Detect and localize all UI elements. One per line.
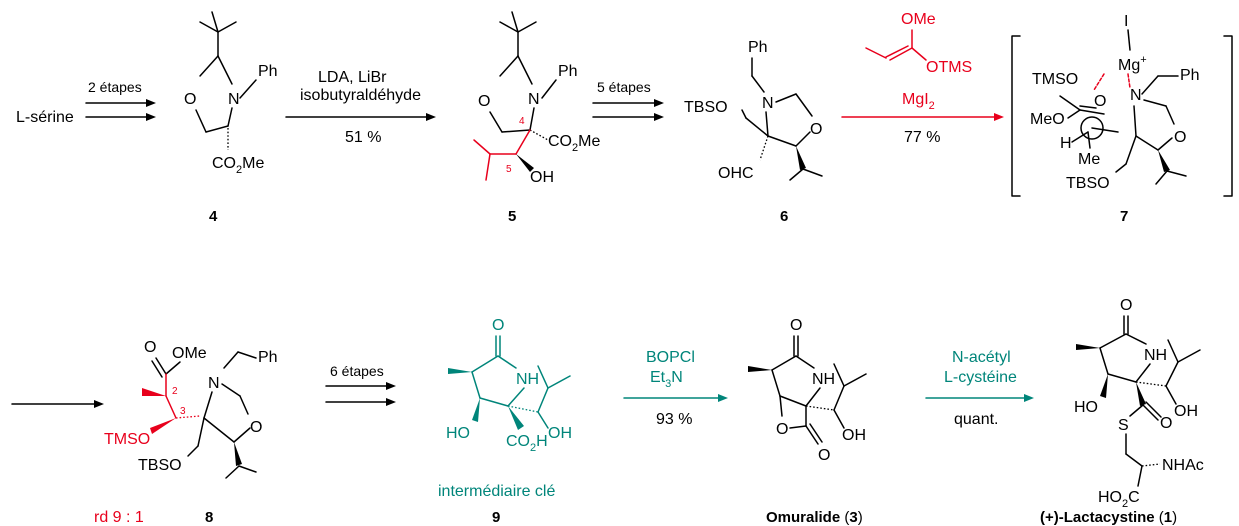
ring-O: O xyxy=(250,419,262,436)
reagent-MgI2: MgI2 xyxy=(902,91,935,112)
ester-group: CO2Me xyxy=(548,133,600,154)
compound-9: O NH HO CO2H OH intermédiaire clé 9 xyxy=(438,317,572,526)
hydrogen: H xyxy=(1060,135,1072,152)
methoxy: MeO xyxy=(1030,111,1065,128)
compound-3: O NH O O OH Omuralide (3) xyxy=(748,317,867,526)
compound-4: O N Ph CO2Me 4 xyxy=(184,11,278,225)
compound-3-label: Omuralide (3) xyxy=(766,509,863,526)
silyl-ether: TBSO xyxy=(1066,175,1110,192)
lactam-O: O xyxy=(790,317,802,334)
methyl-ester: OMe xyxy=(172,345,207,362)
locant-5: 5 xyxy=(506,164,512,175)
ring-N: N xyxy=(228,91,240,108)
methyl: Me xyxy=(1078,151,1100,168)
hydroxyl: OH xyxy=(530,169,554,186)
arrow-4-yield: 77 % xyxy=(904,129,940,146)
compound-5-number: 5 xyxy=(508,208,516,225)
ring-N: N xyxy=(208,375,220,392)
arrow-2: LDA, LiBr isobutyraldéhyde 51 % xyxy=(285,69,436,146)
lactam-NH: NH xyxy=(516,371,539,388)
arrow-7-yield: quant. xyxy=(954,411,998,428)
arrow-6-line1: BOPCl xyxy=(646,349,695,366)
hydroxyl: HO xyxy=(1074,399,1098,416)
phenyl: Ph xyxy=(258,349,278,366)
magnesium: Mg+ xyxy=(1118,54,1147,74)
acetamide: NHAc xyxy=(1162,457,1204,474)
arrow-6-line2: Et3N xyxy=(650,369,683,390)
lactam-O: O xyxy=(1120,297,1132,314)
compound-7: I Mg+ TMSO MeO O H Me N Ph O TBSO 7 xyxy=(1011,13,1233,225)
ring-O: O xyxy=(184,91,196,108)
compound-7-number: 7 xyxy=(1120,208,1128,225)
silyl-ether: TBSO xyxy=(684,99,728,116)
arrow-7-line1: N-acétyl xyxy=(952,349,1011,366)
arrow-2-line2: isobutyraldéhyde xyxy=(300,87,421,104)
arrow-2-yield: 51 % xyxy=(345,129,381,146)
ring-O: O xyxy=(810,121,822,138)
hydroxyl: HO xyxy=(446,425,470,442)
locant-4: 4 xyxy=(519,116,525,127)
phenyl: Ph xyxy=(1180,67,1200,84)
lactone-O: O xyxy=(776,421,788,438)
carboxylic-acid: HO2C xyxy=(1098,489,1140,510)
arrow-7-line2: L-cystéine xyxy=(944,369,1017,386)
compound-1-label: (+)-Lactacystine (1) xyxy=(1040,509,1177,526)
compound-6: Ph N O TBSO OHC 6 xyxy=(684,39,823,225)
compound-4-number: 4 xyxy=(209,208,218,225)
carbonyl-O: O xyxy=(144,339,156,356)
locant-2: 2 xyxy=(172,386,178,397)
diastereomeric-ratio: rd 9 : 1 xyxy=(94,509,144,526)
compound-9-number: 9 xyxy=(492,509,500,526)
arrow-4: OMe OTMS MgI2 77 % xyxy=(841,11,1004,146)
arrow-3-label: 5 étapes xyxy=(597,79,651,95)
ring-O: O xyxy=(1174,129,1186,146)
aldehyde: OHC xyxy=(718,165,754,182)
arrow-7: N-acétyl L-cystéine quant. xyxy=(925,349,1034,428)
phenyl: Ph xyxy=(258,63,278,80)
iodide: I xyxy=(1124,13,1128,30)
thioester-O: O xyxy=(1160,415,1172,432)
compound-5: O N Ph 4 CO2Me 5 OH 5 xyxy=(473,11,600,225)
silyloxy: TMSO xyxy=(1032,71,1078,88)
arrow-6-yield: 93 % xyxy=(656,411,692,428)
compound-8-number: 8 xyxy=(205,509,213,526)
sulfur: S xyxy=(1118,417,1129,434)
ester-group: CO2Me xyxy=(212,155,264,176)
carbonyl-O: O xyxy=(1094,93,1106,110)
ring-N: N xyxy=(1130,87,1142,104)
reagent-OTMS: OTMS xyxy=(926,59,972,76)
ring-O: O xyxy=(478,93,490,110)
compound-1: O NH HO O S NHAc HO2C OH (+)-Lactacystin… xyxy=(1040,297,1204,526)
arrow-1-label: 2 étapes xyxy=(88,79,142,95)
phenyl: Ph xyxy=(558,63,578,80)
lactone-carbonyl-O: O xyxy=(818,447,830,464)
arrow-incoming xyxy=(11,400,104,408)
silyloxy: TMSO xyxy=(104,431,150,448)
compound-8: O OMe 2 3 TMSO Ph N O TBSO rd 9 : 1 8 xyxy=(94,339,278,526)
lactam-NH: NH xyxy=(1144,347,1167,364)
ring-N: N xyxy=(762,95,774,112)
silyl-ether: TBSO xyxy=(138,457,182,474)
hydroxyl-2: OH xyxy=(1174,403,1198,420)
arrow-3: 5 étapes xyxy=(592,79,664,121)
arrow-5: 6 étapes xyxy=(325,363,396,406)
lactam-O: O xyxy=(492,317,504,334)
arrow-6: BOPCl Et3N 93 % xyxy=(623,349,728,428)
locant-3: 3 xyxy=(180,406,186,417)
arrow-5-label: 6 étapes xyxy=(330,363,384,379)
lactam-NH: NH xyxy=(812,371,835,388)
arrow-2-line1: LDA, LiBr xyxy=(318,69,387,86)
ring-N: N xyxy=(528,91,540,108)
carboxylic-acid: CO2H xyxy=(506,433,548,454)
reagent-OMe: OMe xyxy=(901,11,936,28)
hydroxyl-2: OH xyxy=(548,425,572,442)
starting-material: L-sérine xyxy=(16,109,74,126)
phenyl: Ph xyxy=(748,39,768,56)
hydroxyl: OH xyxy=(842,427,866,444)
arrow-1: 2 étapes xyxy=(85,79,156,121)
key-intermediate-label: intermédiaire clé xyxy=(438,483,555,500)
compound-6-number: 6 xyxy=(780,208,788,225)
